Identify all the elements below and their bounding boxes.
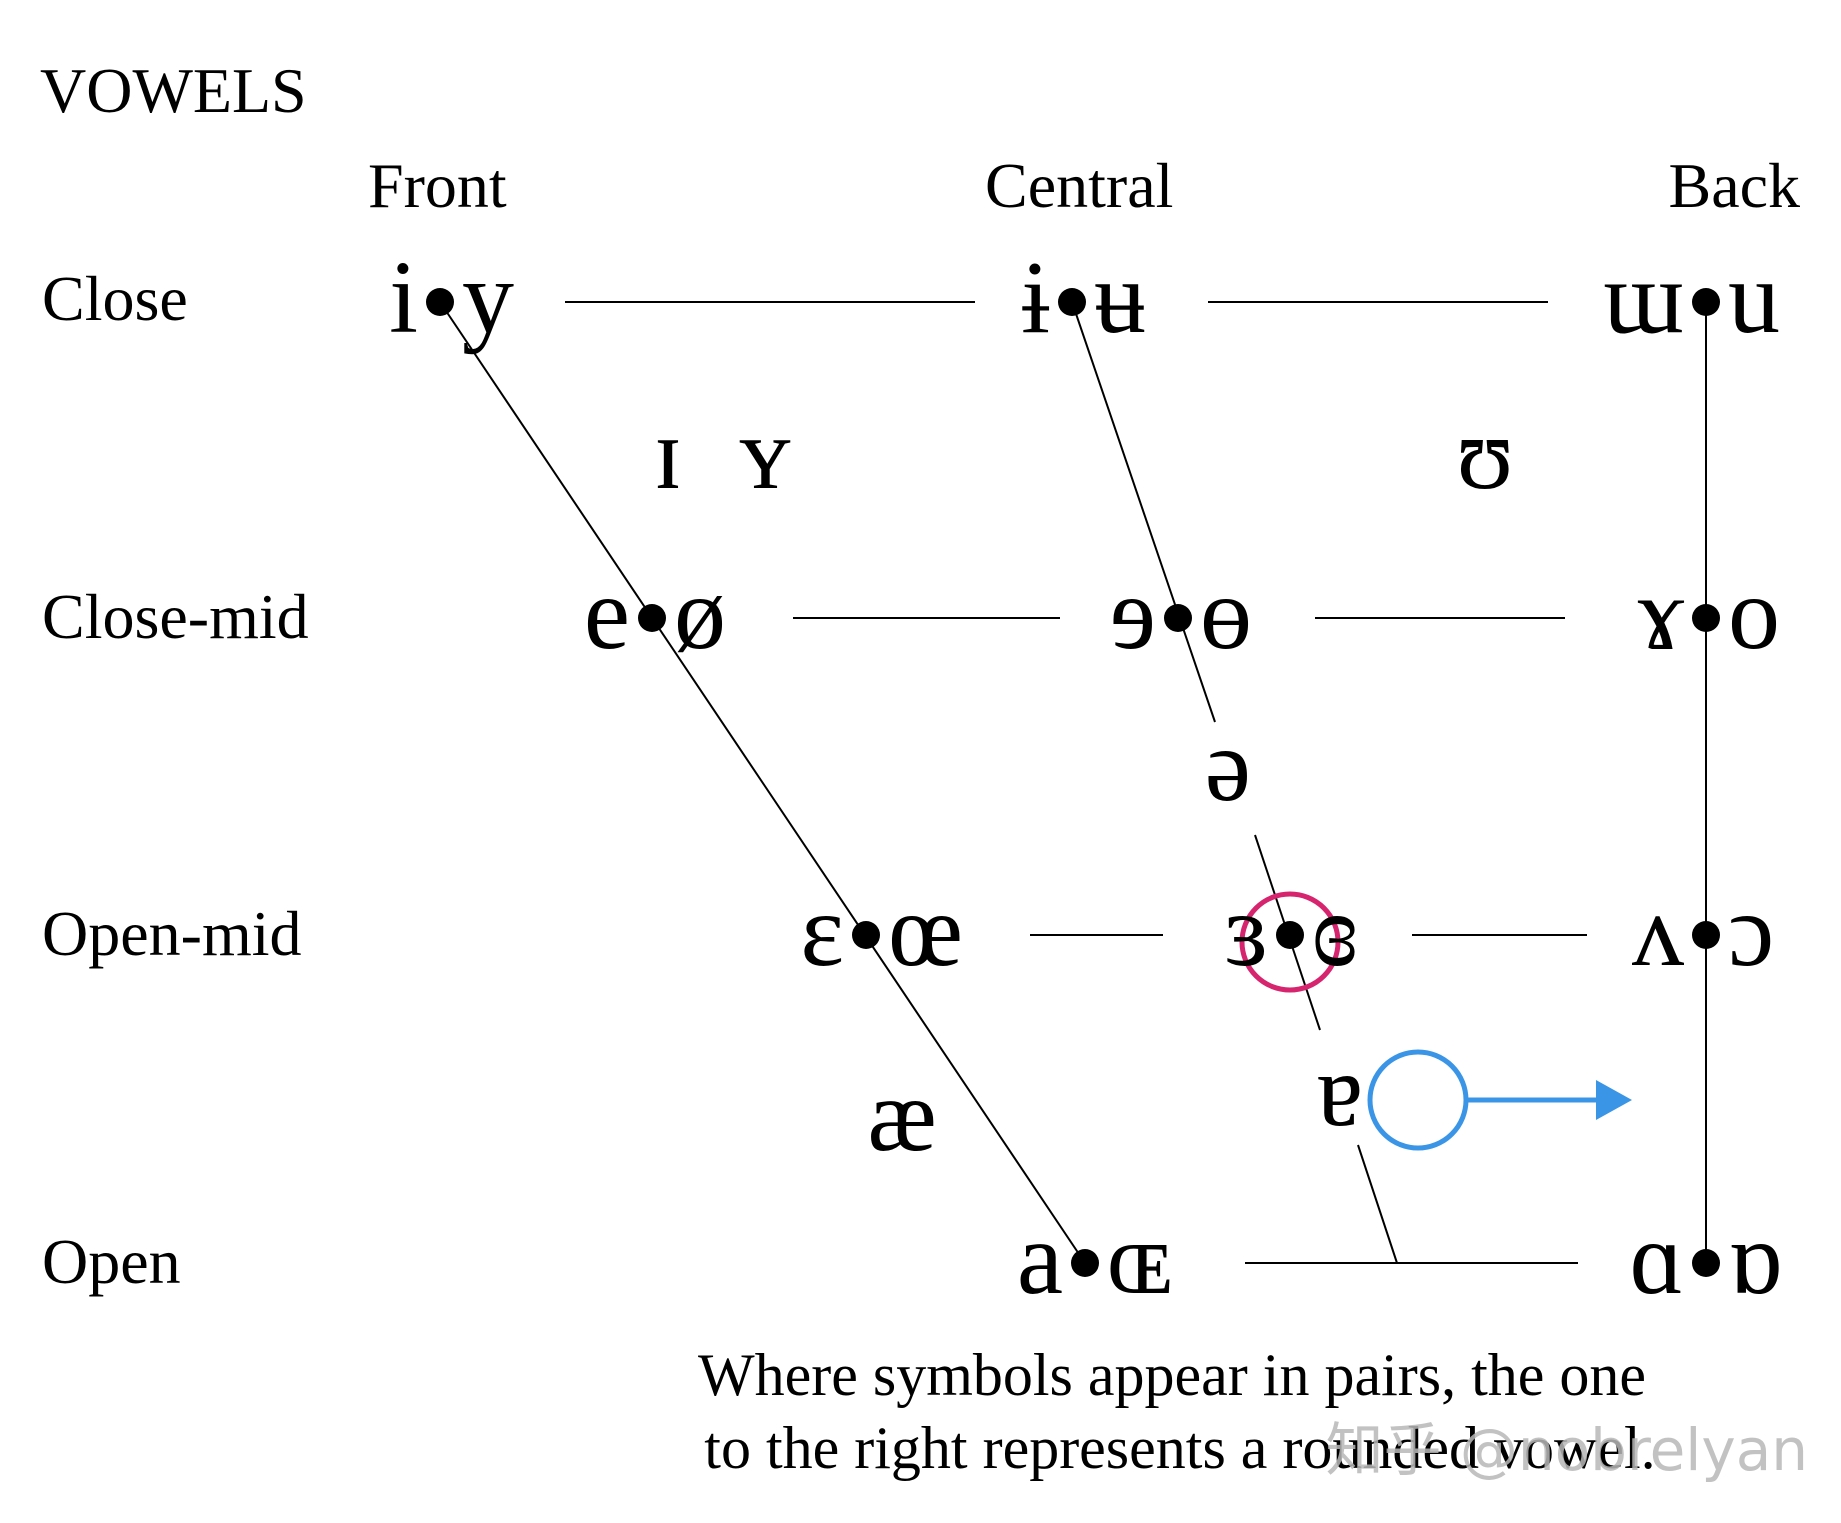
symbol-close-central-rounded: ʉ (1094, 240, 1146, 355)
dot-open-mid-front (852, 921, 880, 949)
dot-open-back (1692, 1249, 1720, 1277)
dot-close-mid-central (1164, 604, 1192, 632)
symbol-close-front-rounded: y (462, 240, 514, 355)
symbol-close-mid-front-unrounded: e (584, 556, 630, 671)
symbol-open-back-rounded: ɒ (1728, 1201, 1782, 1316)
symbol-near-close-front-rounded: ʏ (739, 396, 790, 511)
footnote-line-2: to the right represents a rounded vowel. (704, 1415, 1655, 1481)
symbol-close-mid-front-rounded: ø (674, 556, 726, 671)
column-label-central: Central (985, 150, 1173, 221)
symbol-mid-central: ə (1205, 708, 1251, 823)
arrow-annotation (1367, 1049, 1632, 1151)
symbol-near-close-front-unrounded: ɪ (654, 396, 683, 511)
symbol-open-mid-back-unrounded: ʌ (1632, 873, 1684, 988)
symbol-close-front-unrounded: i (389, 240, 418, 355)
dot-open-mid-back (1692, 921, 1720, 949)
symbol-open-mid-central-rounded: ɞ (1312, 873, 1358, 988)
dot-close-mid-front (638, 604, 666, 632)
symbol-open-back-unrounded: ɑ (1630, 1201, 1684, 1316)
symbol-open-mid-front-rounded: œ (888, 873, 963, 988)
row-label-open: Open (42, 1226, 181, 1297)
symbol-near-open-central: ɐ (1317, 1033, 1363, 1148)
symbol-close-mid-central-unrounded: ɘ (1110, 556, 1156, 671)
chart-grid-lines (439, 301, 1707, 1264)
symbol-close-mid-back-rounded: o (1728, 556, 1780, 671)
symbol-near-close-back-rounded: ʊ (1456, 396, 1513, 511)
highlight-circle (1239, 891, 1341, 993)
row-label-open-mid: Open-mid (42, 898, 302, 969)
symbol-close-central-unrounded: ɨ (1021, 240, 1050, 355)
symbol-open-front-rounded: ɶ (1107, 1201, 1173, 1316)
symbol-near-open-front-unrounded: æ (867, 1058, 936, 1173)
dot-open-mid-central (1276, 921, 1304, 949)
chart-dots (426, 288, 1720, 1277)
dot-close-back (1692, 288, 1720, 316)
vowel-symbols: i y ɨ ʉ ɯ u ɪ ʏ ʊ e ø ɘ ɵ ɤ o ə ɛ œ ɜ ɞ … (389, 240, 1782, 1316)
footnote-line-1: Where symbols appear in pairs, the one (698, 1342, 1646, 1408)
dot-close-central (1058, 288, 1086, 316)
row-label-close-mid: Close-mid (42, 581, 309, 652)
row-label-close: Close (42, 263, 188, 334)
arrow-head (1596, 1080, 1632, 1120)
dot-close-front (426, 288, 454, 316)
symbol-close-back-rounded: u (1728, 240, 1780, 355)
arrow-start-circle (1367, 1049, 1469, 1151)
column-label-back: Back (1669, 150, 1801, 221)
symbol-open-mid-central-unrounded: ɜ (1224, 873, 1268, 988)
column-label-front: Front (368, 150, 507, 221)
symbol-open-mid-back-rounded: ɔ (1728, 873, 1774, 988)
central-diagonal-lower (1357, 1144, 1398, 1264)
chart-heading: VOWELS (40, 55, 307, 126)
front-diagonal-line (439, 301, 1086, 1264)
watermark: 知乎 @nobrelyan (1326, 1416, 1809, 1484)
symbol-open-mid-front-unrounded: ɛ (800, 873, 844, 988)
symbol-close-back-unrounded: ɯ (1603, 240, 1684, 355)
symbol-open-front-unrounded: a (1017, 1201, 1063, 1316)
dot-open-front (1071, 1249, 1099, 1277)
dot-close-mid-back (1692, 604, 1720, 632)
symbol-close-mid-back-unrounded: ɤ (1638, 556, 1685, 671)
symbol-close-mid-central-rounded: ɵ (1200, 556, 1252, 671)
central-diagonal-upper (1071, 301, 1216, 723)
